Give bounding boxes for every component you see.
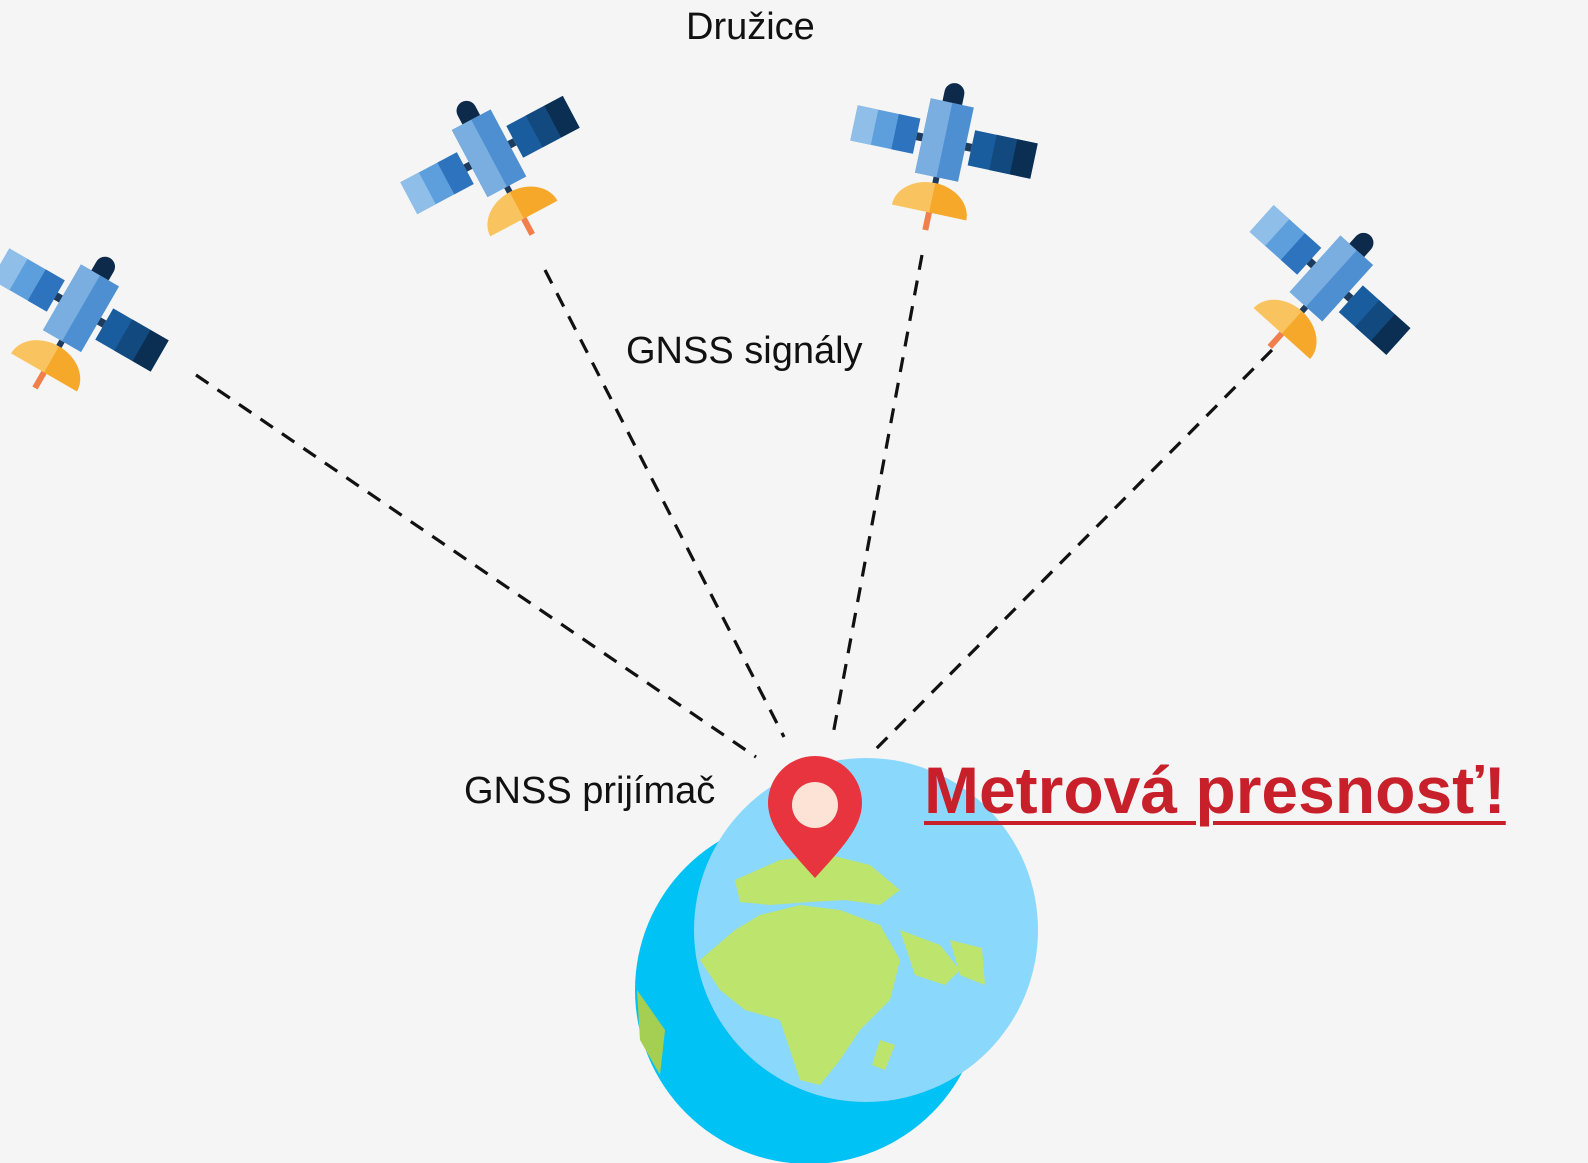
signal-line: [830, 254, 924, 741]
signal-lines: [195, 254, 1274, 759]
receiver-label: GNSS prijímač: [464, 770, 716, 812]
satellite-icon: [1201, 173, 1439, 409]
satellite-icon: [380, 58, 614, 278]
signal-line: [868, 348, 1274, 757]
location-pin-icon: [768, 756, 862, 878]
earth-globe-icon: [635, 758, 1038, 1163]
satellite-icon: [0, 212, 190, 434]
signal-line: [195, 373, 757, 759]
satellite-icon: [835, 64, 1047, 250]
satellites-label: Družice: [686, 6, 815, 48]
signals-label: GNSS signály: [626, 330, 863, 372]
accuracy-headline: Metrová presnosť!: [924, 753, 1506, 827]
signal-line: [543, 269, 786, 738]
